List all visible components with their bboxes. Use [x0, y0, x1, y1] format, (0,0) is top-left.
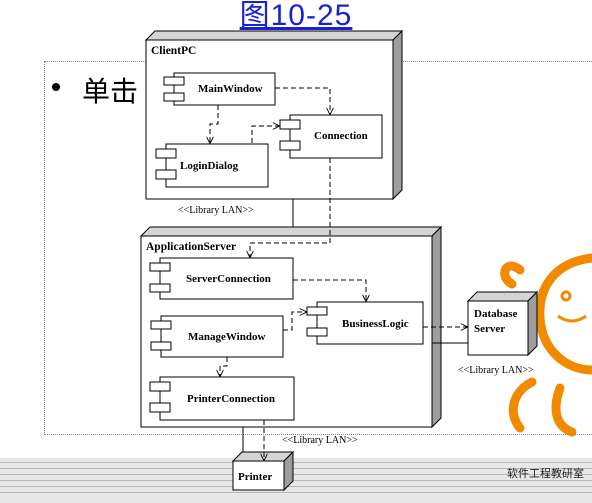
node-label-application-server: ApplicationServer — [146, 241, 236, 253]
component-connection: Connection — [279, 114, 383, 159]
lan-label-printer: <<Library LAN>> — [282, 435, 358, 446]
component-label-connection: Connection — [314, 130, 368, 142]
component-label-managewindow: ManageWindow — [188, 331, 265, 343]
node-printer: Printer — [231, 450, 295, 492]
component-label-mainwindow: MainWindow — [198, 83, 263, 95]
lan-label-database: <<Library LAN>> — [458, 365, 534, 376]
footer-rule — [0, 474, 592, 475]
component-printerconnection: PrinterConnection — [149, 376, 295, 421]
component-serverconnection: ServerConnection — [149, 257, 294, 300]
node-label-server: Server — [474, 323, 505, 335]
node-database-server: Database Server — [466, 290, 539, 357]
component-label-businesslogic: BusinessLogic — [342, 318, 409, 330]
mascot-icon — [500, 253, 592, 437]
dependency-arrows — [210, 87, 467, 460]
footer-rule — [0, 486, 592, 487]
component-label-logindialog: LoginDialog — [180, 160, 239, 172]
component-mainwindow: MainWindow — [163, 72, 276, 106]
slide-title: 图10-25 — [239, 0, 353, 32]
lan-label-client: <<Library LAN>> — [178, 205, 254, 216]
footer-rule — [0, 462, 592, 463]
component-businesslogic: BusinessLogic — [306, 301, 424, 345]
communication-links — [242, 199, 468, 452]
node-label-database: Database — [474, 308, 518, 320]
footer-text: 软件工程教研室 — [507, 467, 584, 480]
node-label-clientpc: ClientPC — [151, 45, 196, 57]
node-label-printer: Printer — [238, 471, 272, 483]
footer-rule — [0, 480, 592, 481]
component-logindialog: LoginDialog — [155, 143, 269, 188]
footer-rule — [0, 492, 592, 493]
component-label-serverconnection: ServerConnection — [186, 273, 271, 285]
footer-rule — [0, 468, 592, 469]
component-label-printerconnection: PrinterConnection — [187, 393, 275, 405]
mascot-face-icon — [557, 290, 587, 323]
bullet-text: 单击 — [82, 75, 139, 108]
component-managewindow: ManageWindow — [150, 315, 284, 358]
bullet-dot — [52, 83, 60, 91]
